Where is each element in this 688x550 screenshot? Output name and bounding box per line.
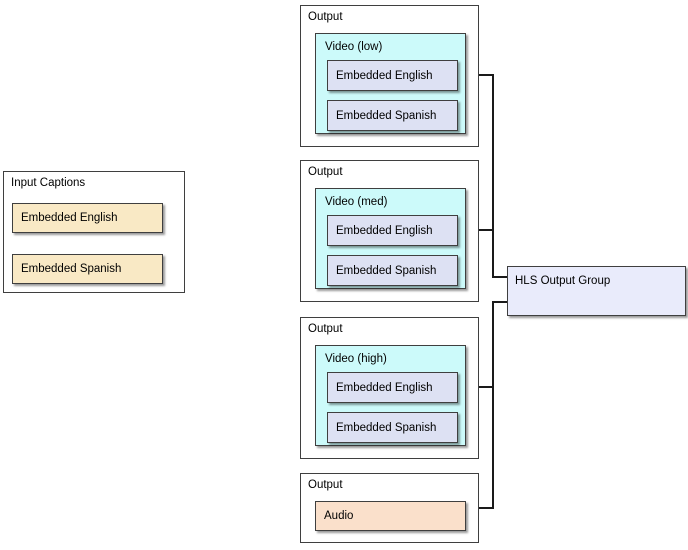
embedded-caption-english: Embedded English (327, 215, 458, 246)
connector-upper-bus (492, 74, 494, 278)
video-rendition-label: Video (high) (325, 353, 387, 365)
connector-output-high-stub (479, 386, 494, 388)
input-captions-title: Input Captions (11, 177, 86, 189)
output-box-video-med: Output Video (med) Embedded English Embe… (300, 160, 479, 302)
connector-output-low-stub (479, 74, 494, 76)
embedded-caption-spanish: Embedded Spanish (327, 255, 458, 286)
embedded-caption-english: Embedded English (327, 372, 458, 403)
output-box-audio: Output Audio (300, 473, 479, 543)
input-caption-embedded-english: Embedded English (12, 203, 163, 233)
video-rendition-label: Video (low) (325, 41, 383, 53)
output-title: Output (308, 166, 343, 178)
output-title: Output (308, 11, 343, 23)
input-caption-embedded-spanish: Embedded Spanish (12, 254, 163, 284)
connector-lower-bus (492, 301, 494, 509)
connector-output-audio-stub (479, 507, 494, 509)
video-rendition-box-high: Video (high) Embedded English Embedded S… (315, 345, 466, 446)
connector-hls-lower-stub (492, 301, 507, 303)
output-title: Output (308, 323, 343, 335)
output-title: Output (308, 479, 343, 491)
video-rendition-box-low: Video (low) Embedded English Embedded Sp… (315, 33, 466, 134)
audio-box: Audio (315, 501, 466, 531)
embedded-caption-spanish: Embedded Spanish (327, 100, 458, 131)
hls-output-group-box: HLS Output Group (507, 266, 686, 316)
hls-output-group-label: HLS Output Group (515, 275, 611, 287)
video-rendition-box-med: Video (med) Embedded English Embedded Sp… (315, 188, 466, 289)
output-box-video-high: Output Video (high) Embedded English Emb… (300, 317, 479, 459)
video-rendition-label: Video (med) (325, 196, 388, 208)
embedded-caption-spanish: Embedded Spanish (327, 412, 458, 443)
embedded-caption-english: Embedded English (327, 60, 458, 91)
output-box-video-low: Output Video (low) Embedded English Embe… (300, 5, 479, 147)
connector-hls-upper-stub (492, 276, 507, 278)
connector-output-med-stub (479, 229, 494, 231)
input-captions-group: Input Captions Embedded English Embedded… (3, 171, 185, 293)
